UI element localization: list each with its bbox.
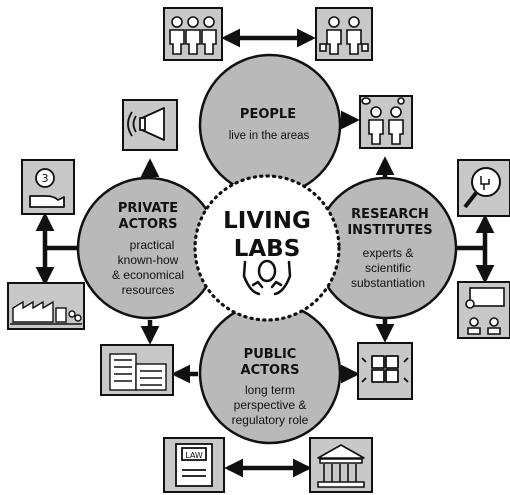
public-title-1: PUBLIC [244,347,297,362]
office-building-icon [109,353,167,391]
people-title: PEOPLE [240,107,296,122]
connector-arrows [35,28,495,478]
research-title-1: RESEARCH [351,207,429,222]
private-title-2: ACTORS [119,217,178,232]
collaboration-hands-icon [361,355,409,383]
people-with-bags-icon [319,16,369,55]
center-line1: LIVING [223,208,311,234]
living-labs-circle [193,174,341,322]
research-title-2: INSTITUTES [347,223,432,238]
coin-number: 3 [42,172,49,185]
factory-icon [10,300,82,325]
hand-coin-icon [29,168,65,208]
research-desc-3: substantiation [351,276,425,290]
research-desc-1: experts & [363,246,414,260]
hands-egg-icon [242,259,292,296]
government-building-icon [317,444,365,488]
center-line2: LABS [234,236,301,262]
innovators-icon [361,97,405,145]
public-desc-2: perspective & [234,398,307,412]
icon-box-people-group-right [315,7,373,61]
private-desc-3: & economical [112,268,184,282]
public-desc-1: long term [245,383,295,397]
private-desc-4: resources [122,283,175,297]
people-circle [198,53,342,197]
people-group-icon [169,16,217,55]
teacher-icon [465,287,505,335]
law-label: LAW [185,451,203,460]
icon-box-collaboration [357,342,413,400]
search-network-icon [463,167,501,209]
law-book-icon [175,443,213,487]
private-title-1: PRIVATE [118,201,178,216]
people-desc: live in the areas [229,130,310,142]
public-title-2: ACTORS [241,363,300,378]
research-desc-2: scientific [365,261,411,275]
private-desc-1: practical [130,238,175,252]
public-desc-3: regulatory role [232,413,309,427]
megaphone-icon [127,107,165,141]
private-desc-2: known-how [118,253,179,267]
